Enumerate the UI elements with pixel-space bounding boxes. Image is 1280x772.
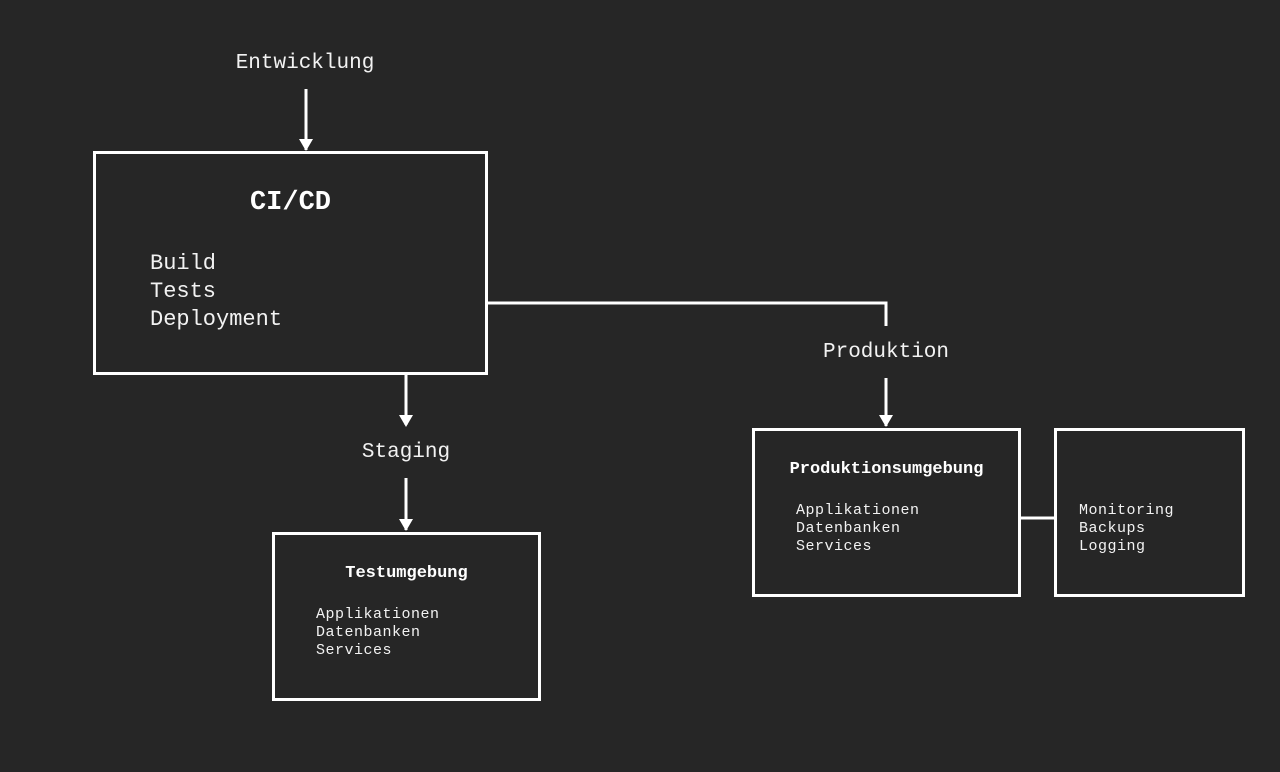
cicd-item-deployment: Deployment	[150, 307, 283, 332]
testumgebung-item-applikationen: Applikationen	[316, 606, 440, 623]
produktionsumgebung-item-services: Services	[796, 538, 873, 555]
testumgebung-item-datenbanken: Datenbanken	[316, 624, 421, 641]
ops-box: Monitoring Backups Logging	[1054, 428, 1245, 597]
label-produktion: Produktion	[822, 341, 950, 364]
arrowhead-staging	[399, 415, 413, 427]
cicd-item-tests: Tests	[150, 279, 217, 304]
testumgebung-box: Testumgebung Applikationen Datenbanken S…	[272, 532, 541, 701]
cicd-title: CI/CD	[249, 188, 331, 218]
ops-item-backups: Backups	[1079, 520, 1146, 537]
produktionsumgebung-box: Produktionsumgebung Applikationen Datenb…	[752, 428, 1021, 597]
connector-cicd-to-produktion	[487, 301, 888, 326]
produktionsumgebung-item-applikationen: Applikationen	[796, 502, 920, 519]
arrowhead-entwicklung	[299, 139, 313, 151]
arrowhead-produktionsumgebung	[879, 415, 893, 427]
produktionsumgebung-title: Produktionsumgebung	[789, 460, 984, 479]
testumgebung-title: Testumgebung	[345, 564, 468, 583]
ops-item-logging: Logging	[1079, 538, 1146, 555]
cicd-item-build: Build	[150, 251, 217, 276]
ops-item-monitoring: Monitoring	[1079, 502, 1175, 519]
label-entwicklung: Entwicklung	[235, 52, 375, 75]
arrowhead-testumgebung	[399, 519, 413, 531]
produktionsumgebung-item-datenbanken: Datenbanken	[796, 520, 901, 537]
cicd-box: CI/CD Build Tests Deployment	[93, 151, 488, 375]
testumgebung-item-services: Services	[316, 642, 393, 659]
label-staging: Staging	[361, 441, 451, 464]
